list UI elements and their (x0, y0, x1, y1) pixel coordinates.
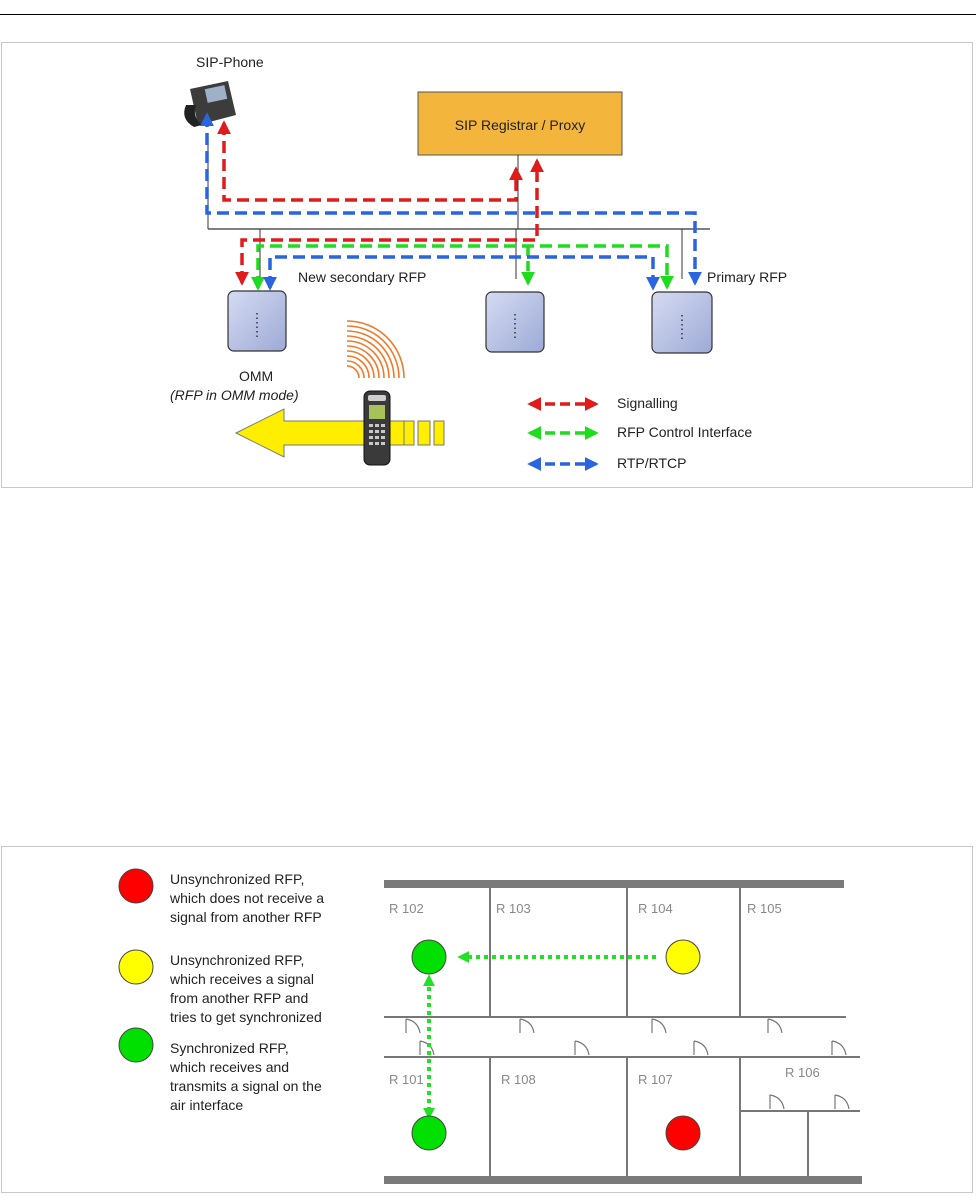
sip-phone-icon (184, 81, 236, 127)
legend-yellow-line-3: from another RFP and (170, 990, 308, 1006)
room-label-r104: R 104 (638, 901, 673, 916)
primary-rfp-unit (651, 291, 713, 354)
legend-red-line-2: which does not receive a (169, 890, 324, 906)
rfp-unit-middle (485, 291, 545, 353)
rfp-sync-floorplan: Unsynchronized RFP, which does not recei… (1, 846, 973, 1193)
legend-rtp-label: RTP/RTCP (617, 455, 687, 471)
legend-yellow-line-1: Unsynchronized RFP, (170, 952, 304, 968)
rfp-r107-red (665, 1115, 701, 1151)
floorplan-svg: Unsynchronized RFP, which does not recei… (118, 868, 862, 1184)
legend-red-rfp-icon (118, 868, 154, 904)
rtp-path-omm (263, 255, 660, 291)
primary-rfp-label: Primary RFP (707, 269, 787, 285)
legend-green-line-1: Synchronized RFP, (170, 1040, 289, 1056)
legend-red-line-1: Unsynchronized RFP, (170, 871, 304, 887)
door-swings (405, 1018, 850, 1110)
legend-yellow-line-2: which receives a signal (169, 971, 314, 987)
legend-yellow-rfp-icon (118, 949, 154, 985)
legend-control-label: RFP Control Interface (617, 424, 752, 440)
rfp-handover-diagram: SIP-Phone SIP Registrar / Proxy (1, 42, 973, 488)
room-label-r107: R 107 (638, 1072, 673, 1087)
movement-arrow-icon (234, 408, 445, 458)
radio-waves-icon (346, 320, 405, 379)
room-label-r108: R 108 (501, 1072, 536, 1087)
rfp-r104-yellow (665, 939, 701, 975)
sip-phone-label: SIP-Phone (196, 54, 264, 70)
legend-red-line-3: signal from another RFP (170, 909, 322, 925)
legend-green-line-4: air interface (170, 1097, 243, 1113)
omm-label: OMM (239, 368, 273, 384)
rtp-path-phone (200, 112, 702, 286)
rfp-handover-svg: SIP-Phone SIP Registrar / Proxy (170, 54, 787, 471)
room-label-r105: R 105 (747, 901, 782, 916)
omm-mode-label: (RFP in OMM mode) (170, 387, 299, 403)
legend-green-rfp-icon (118, 1027, 154, 1063)
room-label-r101: R 101 (389, 1072, 424, 1087)
page-top-rule (0, 14, 976, 15)
rfp-r101-green (411, 1115, 447, 1151)
legend-green-line-3: transmits a signal on the (170, 1078, 322, 1094)
omm-rfp-unit (227, 290, 287, 352)
room-label-r102: R 102 (389, 901, 424, 916)
sip-registrar-label: SIP Registrar / Proxy (455, 117, 585, 133)
legend-yellow-line-4: tries to get synchronized (170, 1009, 322, 1025)
new-secondary-rfp-label: New secondary RFP (298, 269, 426, 285)
legend-signalling-label: Signalling (617, 395, 678, 411)
rfp-r102-green (411, 939, 447, 975)
legend-green-line-2: which receives and (169, 1059, 289, 1075)
room-label-r106: R 106 (785, 1065, 820, 1080)
floorplan-walls (384, 880, 862, 1184)
room-label-r103: R 103 (496, 901, 531, 916)
signalling-path-omm (235, 158, 544, 286)
dect-handset-icon (363, 390, 391, 466)
